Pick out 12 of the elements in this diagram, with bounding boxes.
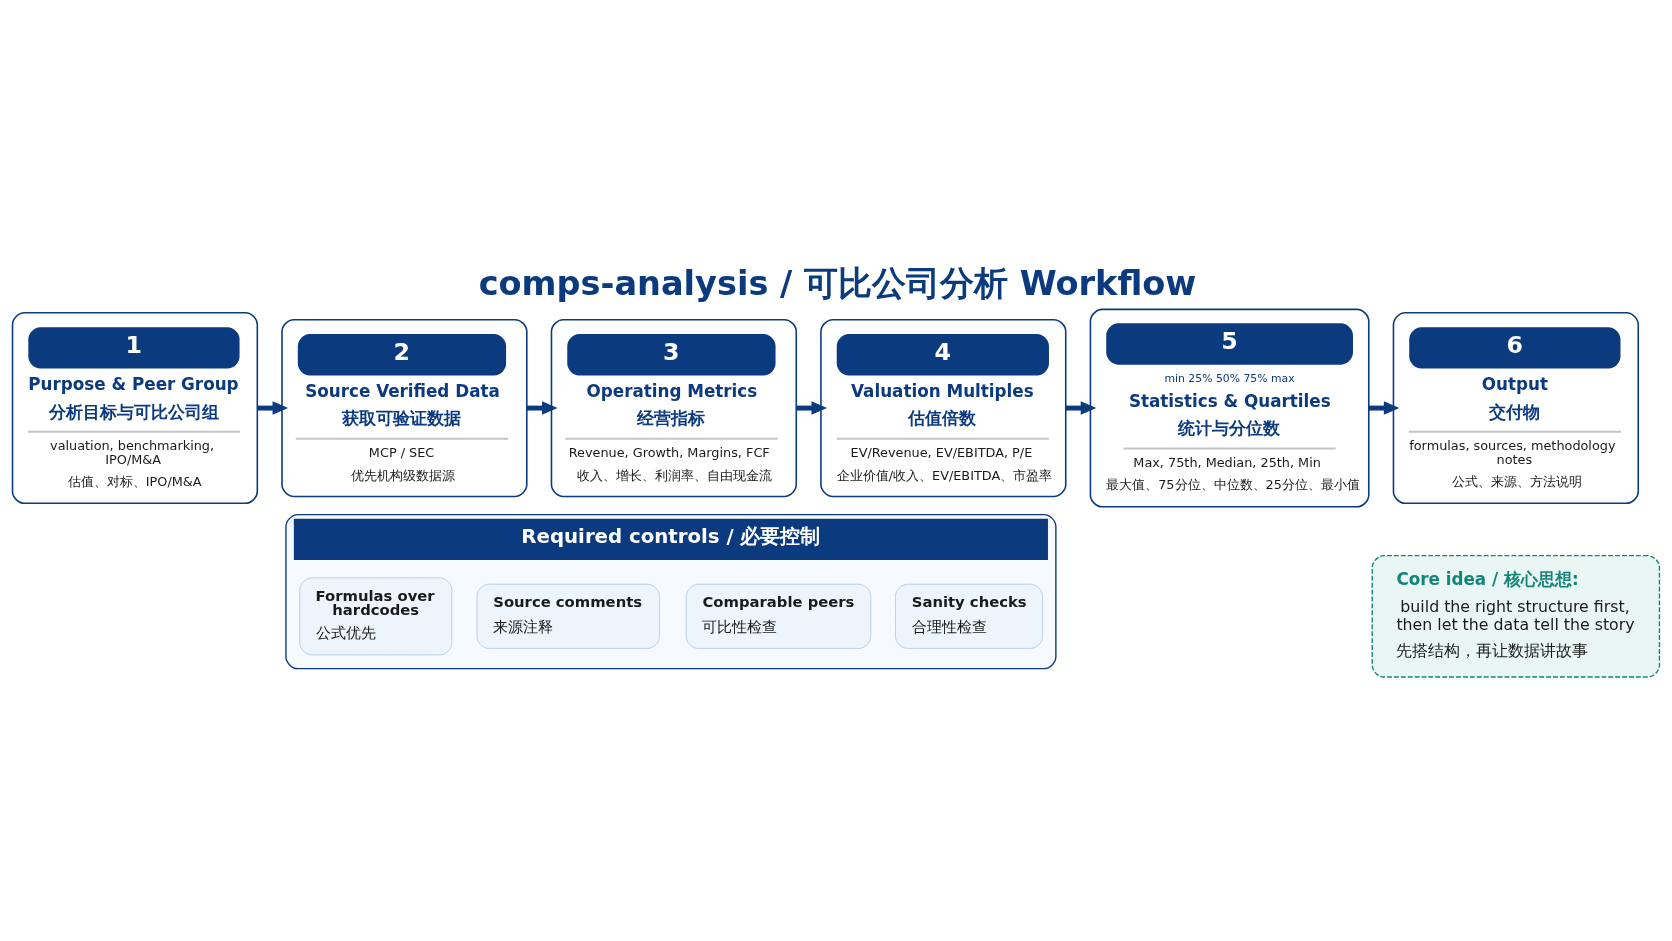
node-box: Comparable peers 可比性检查 bbox=[685, 583, 872, 649]
node-box: 2 Source Verified Data 获取可验证数据 MCP / SEC 优先机构级数据源 bbox=[281, 318, 528, 497]
node-box: Core idea / 核心思想: build the right structure first, then let the data tell the story 先搭结构，再让数据讲故事 bbox=[1371, 554, 1661, 678]
node-box: 4 Valuation Multiples 估值倍数 EV/Revenue, EV/EBITDA, P/E 企业价值/收入、EV/EBITDA、市盈率 bbox=[820, 318, 1067, 497]
node-box: Formulas over hardcodes 公式优先 bbox=[299, 576, 453, 655]
node-box: 3 Operating Metrics 经营指标 Revenue, Growth, Margins, FCF 收入、增长、利润率、自由现金流 bbox=[550, 318, 798, 497]
diagram-title: comps-analysis / 可比公司分析 Workflow bbox=[478, 263, 1197, 303]
node-box: Source comments 来源注释 bbox=[476, 583, 661, 649]
node-box: 6 Output 交付物 formulas, sources, methodology notes 公式、来源、方法说明 bbox=[1392, 311, 1640, 504]
node-box: 5 min 25% 50% 75% max Statistics & Quartiles 统计与分位数 Max, 75th, Median, 25th, Min 最大值、75分位、中位数、25分位、最小值 bbox=[1089, 308, 1370, 508]
node-box: 1 Purpose & Peer Group 分析目标与可比公司组 valuation, benchmarking, IPO/M&A 估值、对标、IPO/M&A bbox=[11, 311, 259, 504]
node-box: Sanity checks 合理性检查 bbox=[894, 583, 1044, 649]
